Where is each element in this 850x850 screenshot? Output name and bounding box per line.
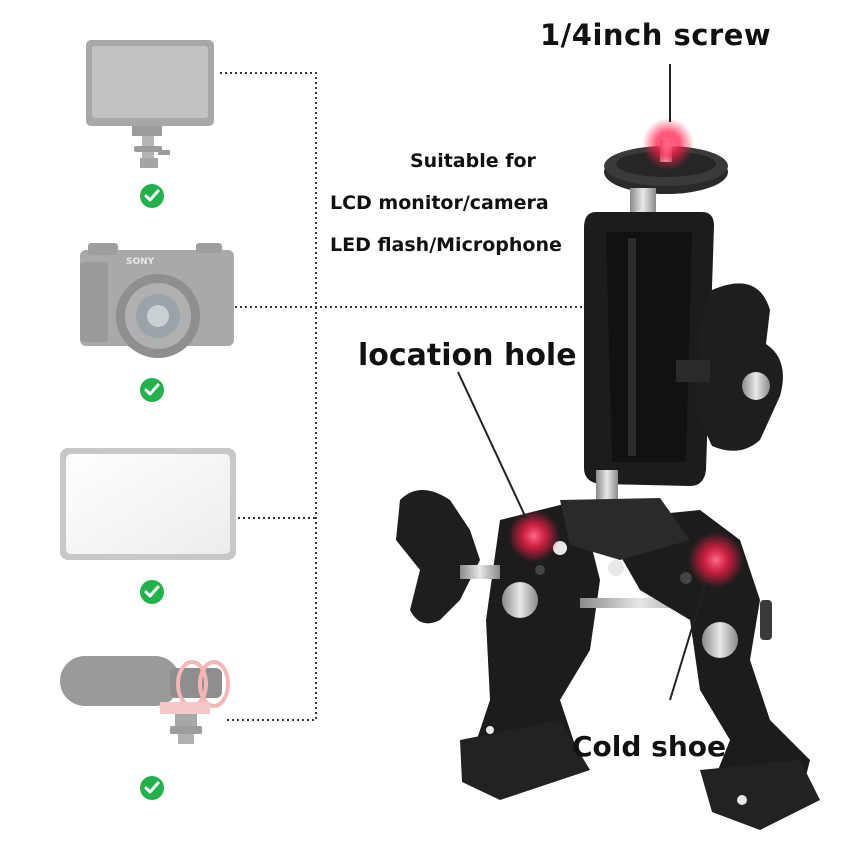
suitable-device-label-2: LED flash/Microphone <box>330 234 562 256</box>
lcd-monitor-icon <box>86 40 214 168</box>
super-clamp <box>396 140 820 830</box>
led-light-icon <box>60 448 236 560</box>
suitable-device-label-1: LCD monitor/camera <box>330 192 549 214</box>
cold-shoe-label: Cold shoe <box>572 730 726 763</box>
screw-label: 1/4inch screw <box>540 18 772 52</box>
dotted-connectors <box>220 72 582 721</box>
camera-brand: SONY <box>126 257 155 267</box>
leader-lines <box>457 64 707 701</box>
check-icon <box>140 776 164 800</box>
check-icon <box>140 580 164 604</box>
microphone-icon <box>60 656 230 744</box>
suitable-for-label: Suitable for <box>410 150 536 172</box>
location-hole-label: location hole <box>358 338 577 373</box>
camera-icon: SONY <box>80 243 234 358</box>
check-icon <box>140 184 164 208</box>
check-icon <box>140 378 164 402</box>
hotspot-markers <box>508 118 744 588</box>
